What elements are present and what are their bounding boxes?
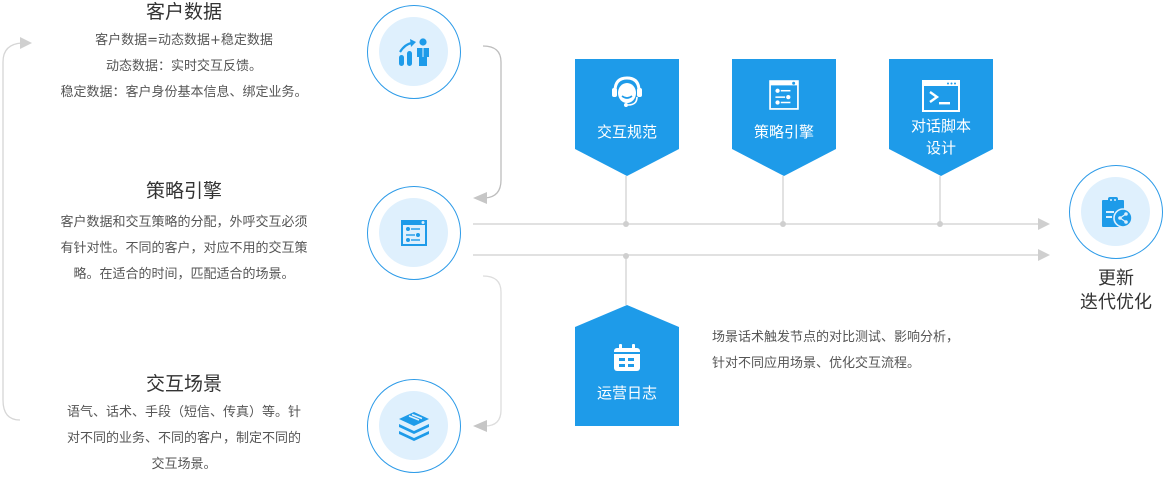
loop-back-arrowhead: [20, 37, 32, 49]
settings-panel-icon: [769, 80, 799, 110]
desc-line: 略。在适合的时间，匹配适合的场景。: [73, 267, 295, 282]
clipboard-share-icon: [1101, 196, 1133, 228]
junction-dot-3: [937, 221, 943, 227]
flow-box-operation-log: 运营日志: [575, 305, 679, 426]
iteration-node: [1069, 165, 1163, 259]
flow-box-interaction-spec: 交互规范: [575, 59, 679, 176]
desc-line: 有针对性。不同的客户，对应不用的交互策: [60, 241, 308, 256]
growth-chart-person-icon: [398, 37, 429, 66]
desc-line: 对不同的业务、不同的客户，制定不同的: [66, 431, 301, 446]
customer-data-node: [367, 5, 461, 99]
section-desc-customer-data: 客户数据=动态数据+稳定数据 动态数据：实时交互反馈。 稳定数据：客户身份基本信…: [14, 28, 354, 106]
flow-box-dialog-script: 对话脚本 设计: [889, 59, 993, 176]
box-shape: [575, 59, 679, 176]
desc-line: 稳定数据：客户身份基本信息、绑定业务。: [60, 85, 308, 100]
junction-dot-2: [780, 221, 786, 227]
bracket-bottom-arrowhead: [473, 420, 487, 432]
layers-icon: [398, 411, 429, 441]
box-label: 运营日志: [596, 384, 657, 402]
desc-line: 客户数据=动态数据+稳定数据: [95, 33, 273, 48]
desc-line: 客户数据和交互策略的分配，外呼交互必须: [60, 215, 308, 230]
loop-back-line: [2, 42, 23, 421]
strategy-engine-node: [367, 186, 461, 280]
note-line: 针对不同应用场景、优化交互流程。: [712, 356, 921, 371]
box-label: 交互规范: [596, 123, 657, 141]
box-label: 策略引擎: [753, 123, 814, 141]
bracket-bottom: [482, 275, 502, 427]
bracket-top: [482, 45, 502, 199]
desc-line: 动态数据：实时交互反馈。: [105, 59, 262, 74]
flow-box-strategy-engine: 策略引擎: [732, 59, 836, 176]
box-shape: [732, 59, 836, 176]
desc-line: 语气、话术、手段（短信、传真）等。针: [66, 405, 301, 420]
flow-arrow-lower: [1038, 249, 1050, 261]
calendar-icon: [614, 344, 640, 371]
settings-panel-icon: [400, 219, 427, 246]
box-label-line: 对话脚本: [910, 117, 971, 135]
box-label-line: 设计: [925, 139, 956, 157]
junction-dot-4: [623, 253, 629, 259]
label-line: 迭代优化: [1080, 292, 1152, 313]
box-shape: [889, 59, 993, 176]
section-desc-strategy-engine: 客户数据和交互策略的分配，外呼交互必须 有针对性。不同的客户，对应不用的交互策 …: [14, 210, 354, 288]
flow-arrow-upper: [1038, 218, 1050, 230]
interaction-scene-node: [367, 379, 461, 473]
note-line: 场景话术触发节点的对比测试、影响分析，: [712, 330, 960, 345]
section-title-interaction-scene: 交互场景: [145, 373, 222, 395]
iteration-label: 更新 迭代优化: [1056, 267, 1165, 315]
junction-dot-1: [623, 221, 629, 227]
label-line: 更新: [1098, 268, 1134, 289]
box-label: 对话脚本 设计: [911, 115, 971, 159]
headset-agent-icon: [612, 76, 642, 107]
terminal-icon: [922, 80, 960, 112]
bottom-note: 场景话术触发节点的对比测试、影响分析， 针对不同应用场景、优化交互流程。: [712, 325, 959, 377]
desc-line: 交互场景。: [151, 457, 217, 472]
bracket-top-arrowhead: [473, 192, 487, 204]
section-title-customer-data: 客户数据: [145, 1, 222, 23]
section-desc-interaction-scene: 语气、话术、手段（短信、传真）等。针 对不同的业务、不同的客户，制定不同的 交互…: [14, 400, 354, 478]
section-title-strategy-engine: 策略引擎: [145, 180, 222, 202]
